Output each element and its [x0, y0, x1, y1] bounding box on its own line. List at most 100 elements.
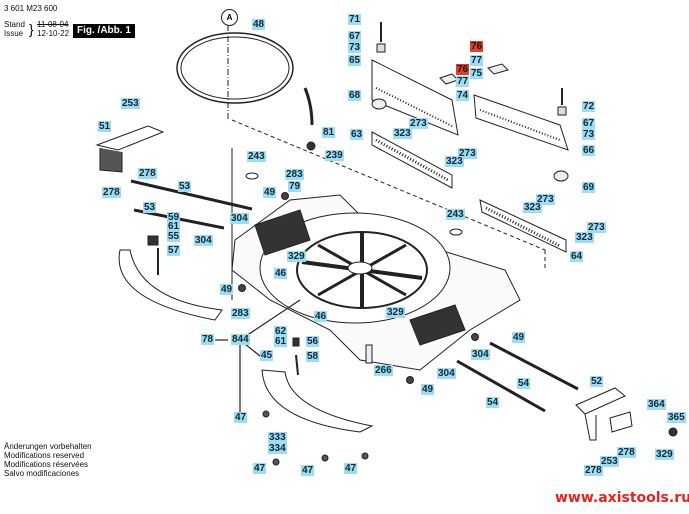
handle-block — [409, 304, 466, 346]
callout-79: 79 — [288, 181, 302, 192]
callout-334: 334 — [268, 443, 287, 454]
callout-77: 77 — [470, 55, 484, 66]
callout-64: 64 — [570, 251, 584, 262]
fence-66 — [473, 94, 569, 151]
callout-46: 46 — [274, 268, 288, 279]
callout-69: 69 — [582, 182, 596, 193]
callout-844: 844 — [231, 334, 250, 345]
brace-icon: } — [29, 21, 34, 37]
rail-63 — [371, 131, 453, 189]
callout-67: 67 — [348, 31, 362, 42]
knob-69 — [553, 170, 569, 182]
segment-45 — [261, 369, 374, 433]
callout-239: 239 — [325, 150, 344, 161]
callout-66: 66 — [582, 145, 596, 156]
callout-49: 49 — [220, 284, 234, 295]
pin-58 — [295, 354, 299, 376]
callout-45: 45 — [260, 350, 274, 361]
callout-364: 364 — [647, 399, 666, 410]
callout-49: 49 — [421, 384, 435, 395]
callout-47: 47 — [344, 463, 358, 474]
strip-81 — [303, 87, 314, 126]
issue-label: Issue — [4, 29, 24, 38]
callout-73: 73 — [348, 42, 362, 53]
footer-note-fr: Modifications réservées — [4, 460, 89, 469]
callout-48: 48 — [252, 19, 266, 30]
stand-date: 11-08-04 — [37, 20, 69, 29]
fence-65 — [371, 59, 459, 136]
callout-243: 243 — [247, 151, 266, 162]
callout-278: 278 — [584, 465, 603, 476]
segment-78 — [118, 249, 223, 321]
website-link[interactable]: www.axistools.ru — [555, 490, 689, 506]
callout-63: 63 — [350, 129, 364, 140]
callout-329: 329 — [386, 307, 405, 318]
callout-54: 54 — [486, 397, 500, 408]
knob-56 — [292, 337, 300, 347]
callout-283: 283 — [285, 169, 304, 180]
callout-68: 68 — [348, 90, 362, 101]
callout-73: 73 — [582, 129, 596, 140]
callout-54: 54 — [517, 378, 531, 389]
pin-266 — [365, 344, 373, 364]
rod-54b — [489, 341, 579, 391]
callout-323: 323 — [445, 156, 464, 167]
bushing-67b — [557, 106, 567, 116]
callout-333: 333 — [268, 432, 287, 443]
callout-273: 273 — [458, 148, 477, 159]
callout-65: 65 — [348, 55, 362, 66]
callout-49: 49 — [512, 332, 526, 343]
knob-55 — [147, 235, 159, 246]
callout-243: 243 — [446, 209, 465, 220]
callout-304: 304 — [437, 368, 456, 379]
callout-67: 67 — [582, 118, 596, 129]
callout-58: 58 — [306, 351, 320, 362]
callout-266: 266 — [374, 365, 393, 376]
callout-78: 78 — [201, 334, 215, 345]
callout-61: 61 — [167, 221, 181, 232]
guide-line — [231, 119, 546, 251]
callout-365: 365 — [667, 412, 686, 423]
callout-77: 77 — [456, 76, 470, 87]
plug-243b — [449, 228, 463, 236]
callout-47: 47 — [301, 465, 315, 476]
knob-68 — [371, 98, 387, 110]
footer-note-es: Salvo modificaciones — [4, 469, 80, 478]
callout-47: 47 — [234, 412, 248, 423]
callout-323: 323 — [523, 202, 542, 213]
callout-55: 55 — [167, 231, 181, 242]
footer-note-en: Modifications reserved — [4, 451, 85, 460]
callout-59: 59 — [167, 212, 181, 223]
extension-51 — [95, 125, 165, 151]
callout-46: 46 — [314, 311, 328, 322]
callout-57: 57 — [167, 245, 181, 256]
callout-81: 81 — [322, 127, 336, 138]
callout-56: 56 — [306, 336, 320, 347]
callout-72: 72 — [582, 101, 596, 112]
figure-title: Fig. /Abb. 1 — [73, 24, 135, 38]
callout-49: 49 — [263, 187, 277, 198]
callout-71: 71 — [348, 14, 362, 25]
rod-54a — [456, 359, 546, 413]
extension-52 — [575, 387, 626, 415]
footer-note-de: Änderungen vorbehalten — [4, 442, 92, 451]
clamp-75 — [487, 63, 509, 75]
callout-52: 52 — [590, 376, 604, 387]
callout-278: 278 — [138, 168, 157, 179]
callout-323: 323 — [575, 232, 594, 243]
callout-323: 323 — [393, 128, 412, 139]
issue-date: 12-10-22 — [37, 29, 70, 38]
callout-304: 304 — [471, 349, 490, 360]
plate-364 — [609, 411, 633, 433]
reference-marker-a: A — [221, 9, 238, 26]
callout-253: 253 — [600, 456, 619, 467]
callout-75: 75 — [470, 68, 484, 79]
callout-329: 329 — [287, 251, 306, 262]
callout-283: 283 — [231, 308, 250, 319]
knob-365 — [668, 427, 678, 437]
callout-76-highlighted: 76 — [470, 41, 484, 52]
bushing-67a — [376, 43, 386, 53]
callout-278: 278 — [102, 187, 121, 198]
callout-47: 47 — [253, 463, 267, 474]
